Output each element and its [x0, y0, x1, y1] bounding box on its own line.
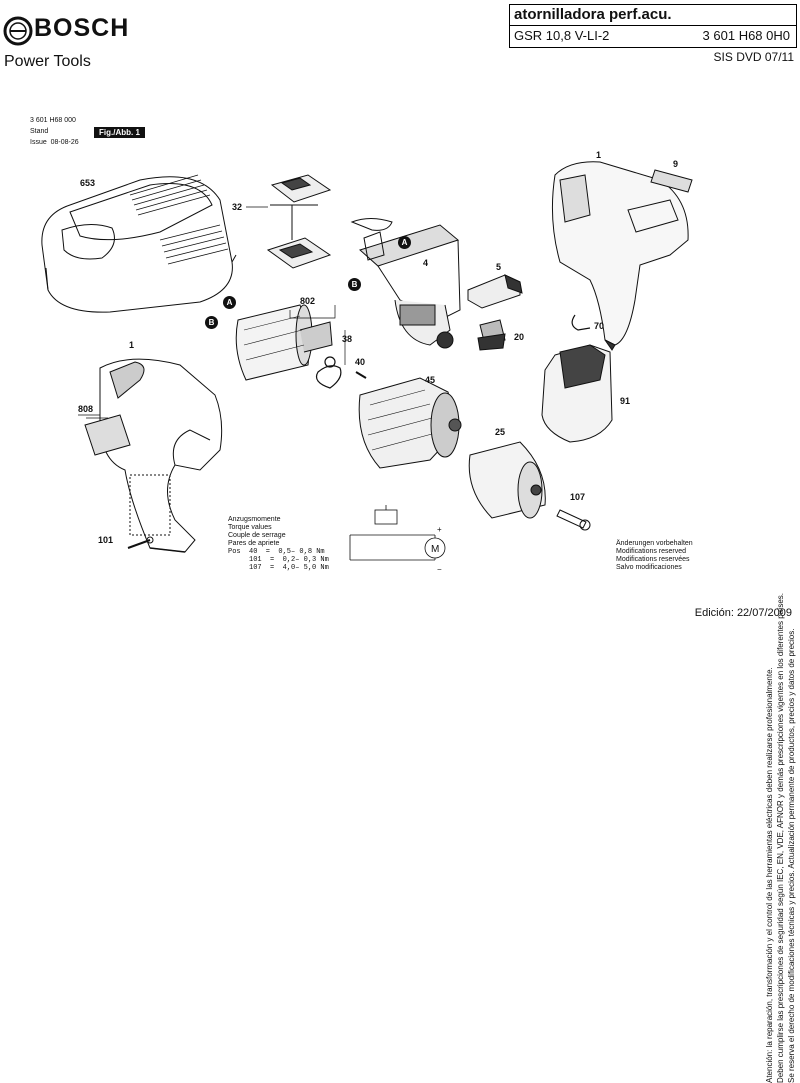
brand-subtitle: Power Tools — [4, 53, 91, 70]
torque-line-en: Torque values — [228, 524, 272, 531]
torque-row-101: 101 = 0,2– 0,3 Nm — [228, 556, 329, 564]
part-5: 5 — [496, 262, 502, 272]
bracket-38-drawing — [315, 356, 367, 389]
torque-row-40: Pos 40 = 0,5– 0,8 Nm — [228, 548, 325, 556]
drill-housing-right-drawing — [551, 161, 689, 351]
part-25: 25 — [495, 427, 506, 437]
legal-line-3: Se reserva el derecho de modificaciones … — [787, 628, 796, 1083]
part-40: 40 — [355, 357, 366, 367]
doc-part-number: 3 601 H68 0H0 — [702, 28, 790, 43]
figure-label: Fig./Abb. 1 — [94, 127, 145, 138]
screw-101-drawing — [127, 536, 154, 549]
doc-model: GSR 10,8 V-LI-2 — [514, 28, 610, 43]
screw-107-drawing — [556, 509, 591, 531]
part-32: 32 — [232, 202, 243, 212]
issue-date: 08-08-26 — [50, 139, 79, 146]
modifications-note: Änderungen vorbehalten Modifications res… — [616, 540, 693, 572]
drill-housing-left-drawing — [84, 358, 223, 553]
contacts-32-drawing — [266, 174, 393, 269]
part-802: 802 — [300, 296, 316, 306]
part-38: 38 — [342, 334, 353, 344]
part-1-right: 1 — [596, 150, 602, 160]
mod-es: Salvo modificaciones — [616, 564, 682, 571]
part-653: 653 — [80, 178, 96, 188]
marker-b-motor: B — [205, 316, 218, 329]
sis-label: SIS DVD 07/11 — [713, 50, 794, 64]
part-4: 4 — [423, 258, 429, 268]
part-45: 45 — [425, 375, 436, 385]
part-91: 91 — [620, 396, 631, 406]
gearbox-45-drawing — [358, 377, 462, 469]
marker-a-module: A — [398, 236, 411, 249]
legal-line-2: Deben cumplirse las prescripciones de se… — [776, 592, 785, 1083]
mod-fr: Modifications reservées — [616, 556, 690, 563]
part-808: 808 — [78, 404, 94, 414]
drawing-canvas: M + − — [3, 16, 693, 574]
id-line: 3 601 H68 000 — [30, 117, 76, 124]
marker-b-module: B — [348, 278, 361, 291]
legal-line-1: Atención: la reparación, transformación … — [765, 667, 774, 1083]
motor-802-drawing — [235, 304, 333, 381]
svg-text:+: + — [437, 525, 442, 534]
circuit-diagram: M + − — [349, 505, 446, 574]
part-101: 101 — [98, 535, 114, 545]
mod-en: Modifications reserved — [616, 548, 687, 555]
marker-a-motor: A — [223, 296, 236, 309]
title-divider — [510, 25, 796, 26]
svg-text:M: M — [431, 544, 439, 555]
part-70: 70 — [594, 321, 605, 331]
trigger-5-drawing — [467, 274, 523, 309]
issue-row: Issue 08-08-26 — [30, 137, 79, 148]
charger-drawing — [41, 174, 237, 313]
torque-row-107: 107 = 4,0– 5,0 Nm — [228, 564, 329, 572]
legal-notice: Atención: la reparación, transformación … — [764, 96, 800, 1083]
torque-table: Anzugsmomente Torque values Couple de se… — [228, 516, 329, 572]
switch-20-drawing — [477, 319, 506, 351]
torque-line-es: Pares de apriete — [228, 540, 280, 547]
mod-de: Änderungen vorbehalten — [616, 540, 693, 547]
brand-name: BOSCH — [34, 14, 130, 42]
stand-label: Stand — [30, 128, 49, 135]
stand-row: Stand — [30, 126, 79, 137]
torque-line-fr: Couple de serrage — [228, 532, 286, 539]
clip-70-drawing — [571, 314, 591, 331]
label-9-drawing — [650, 169, 693, 193]
svg-text:−: − — [437, 565, 442, 574]
part-9: 9 — [673, 159, 679, 169]
chuck-25-drawing — [468, 441, 546, 519]
issue-label: Issue — [30, 139, 47, 146]
part-20: 20 — [514, 332, 525, 342]
part-1-left: 1 — [129, 340, 135, 350]
edition-date: Edición: 22/07/2009 — [694, 607, 792, 619]
title-block: atornilladora perf.acu. GSR 10,8 V-LI-2 … — [509, 4, 797, 48]
id-block: 3 601 H68 000 Stand Issue 08-08-26 — [30, 115, 79, 148]
bosch-logo-icon — [3, 16, 33, 46]
part-107: 107 — [570, 492, 586, 502]
torque-line-de: Anzugsmomente — [228, 516, 281, 523]
doc-title: atornilladora perf.acu. — [514, 6, 672, 23]
battery-91-drawing — [541, 344, 613, 443]
